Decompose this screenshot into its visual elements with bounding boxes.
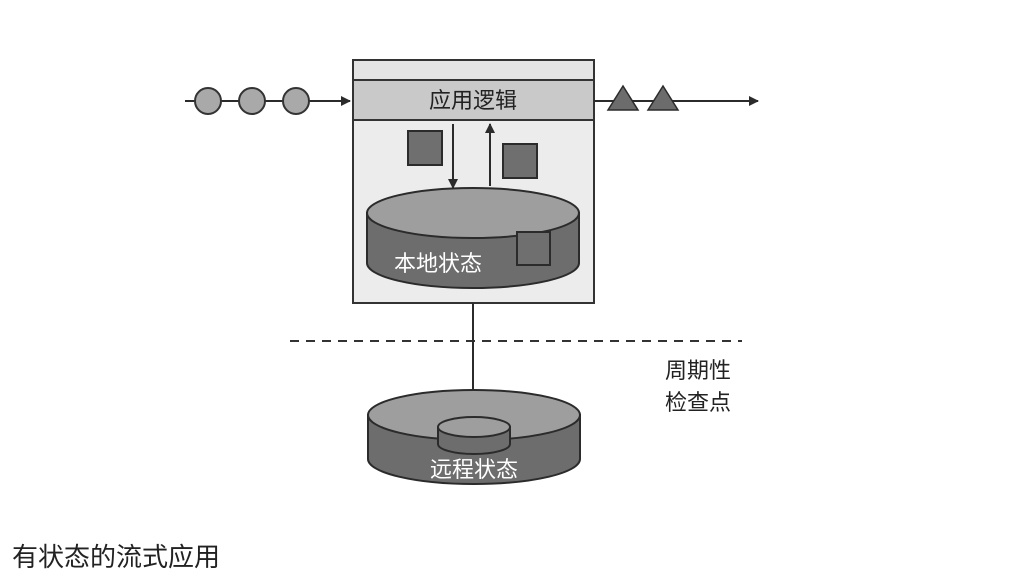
state-object-right (502, 143, 538, 179)
state-object-left (407, 130, 443, 166)
output-event-1 (606, 84, 640, 111)
input-event-1 (194, 87, 222, 115)
remote-state-snapshot (437, 416, 511, 455)
remote-state-label: 远程状态 (430, 458, 518, 483)
local-state-label: 本地状态 (394, 252, 482, 277)
figure-caption: 有状态的流式应用 (12, 543, 221, 573)
input-event-2 (238, 87, 266, 115)
local-state-object (516, 231, 551, 266)
app-logic-box (352, 79, 595, 121)
checkpoint-label-line1: 周期性 (665, 359, 731, 384)
application-box-top-strip (352, 59, 595, 81)
output-event-2 (646, 84, 680, 111)
checkpoint-label-line2: 检查点 (665, 391, 731, 416)
app-logic-label: 应用逻辑 (429, 89, 517, 114)
input-event-3 (282, 87, 310, 115)
